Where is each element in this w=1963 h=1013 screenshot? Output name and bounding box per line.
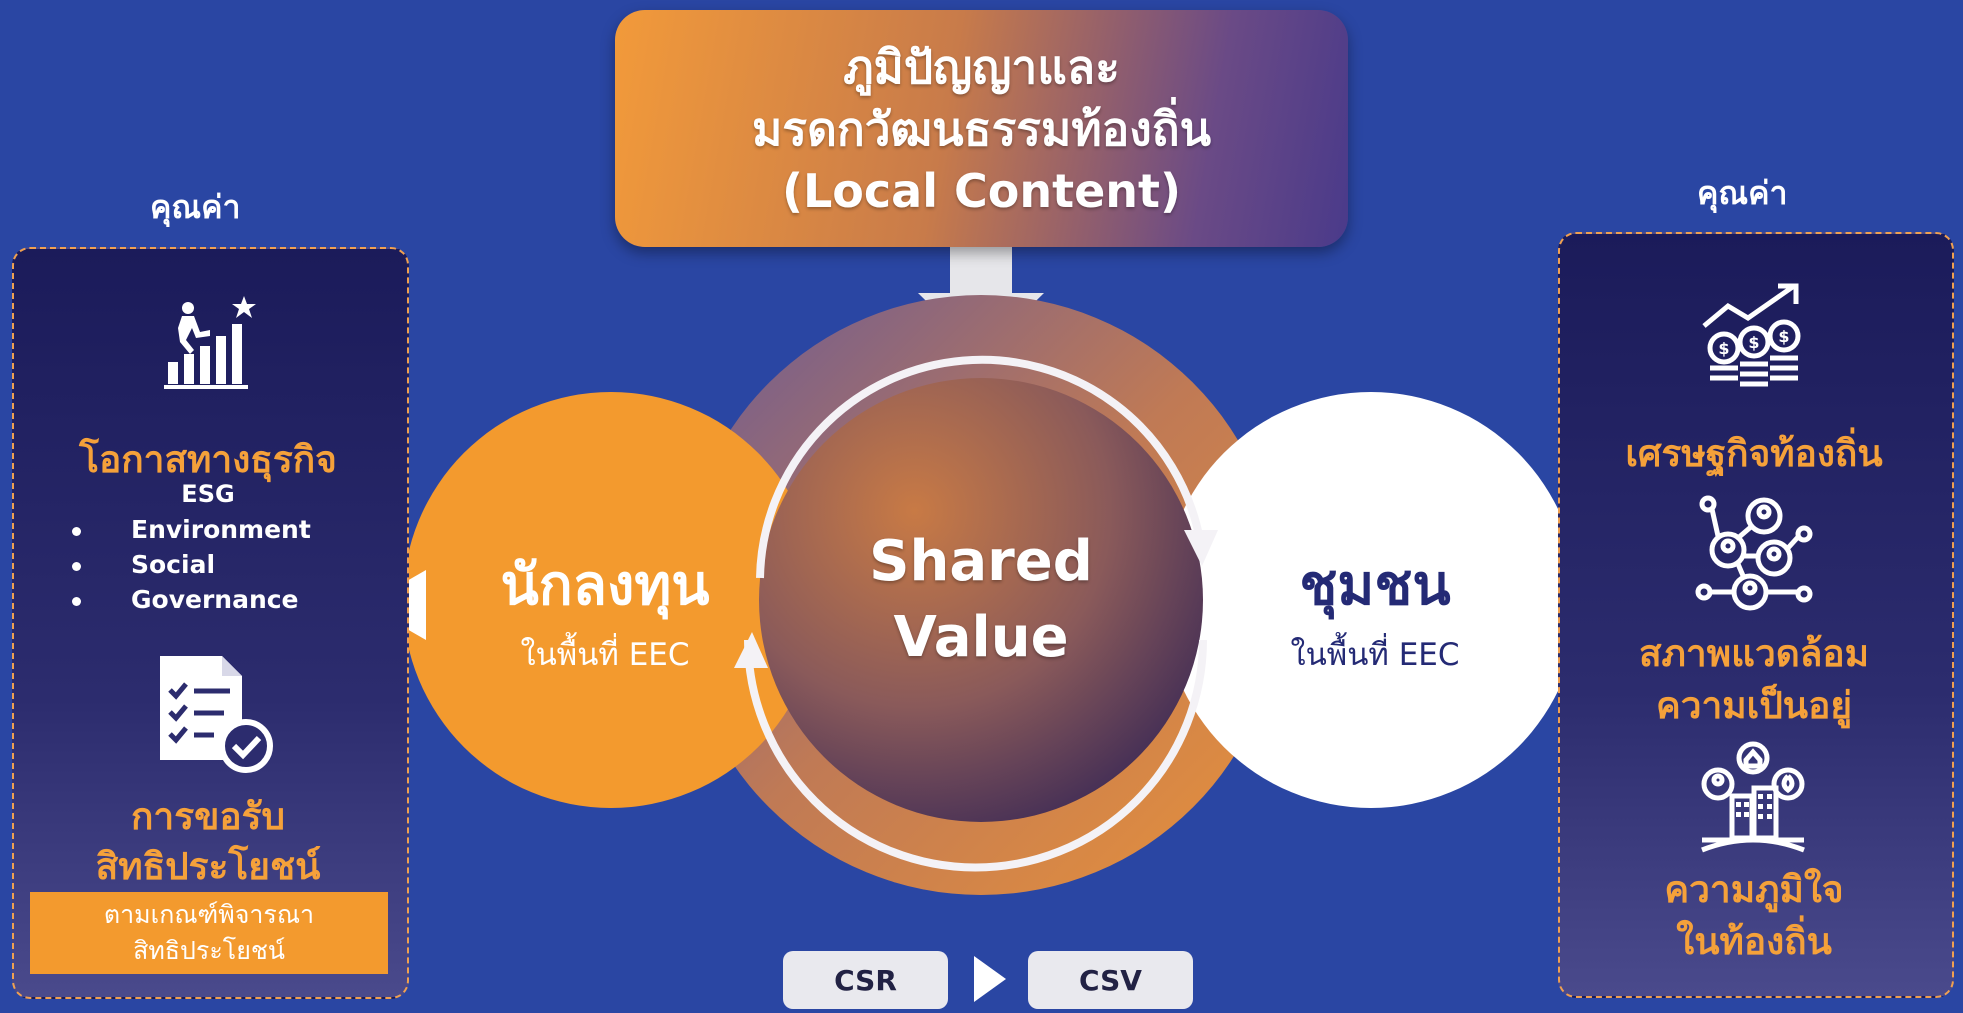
environment-title: สภาพแวดล้อม ความเป็นอยู่ <box>1638 632 1870 727</box>
shared-value-core <box>759 378 1203 822</box>
cycle-arrowhead-left <box>734 632 768 668</box>
banner-line-2: มรดกวัฒนธรรมท้องถิ่น <box>751 101 1212 156</box>
svg-text:$: $ <box>1748 333 1759 352</box>
esg-list: Environment Social Governance <box>72 515 311 620</box>
community-title: ชุมชน <box>1299 553 1451 618</box>
svg-text:$: $ <box>1718 339 1729 358</box>
criteria-line-1: ตามเกณฑ์พิจารณา <box>103 900 315 929</box>
svg-text:$: $ <box>1778 327 1789 346</box>
esg-item: Environment <box>72 515 311 550</box>
esg-item: Social <box>72 550 311 585</box>
esg-item: Governance <box>72 585 311 620</box>
esg-label: ESG <box>181 480 235 508</box>
local-content-banner: ภูมิปัญญาและ มรดกวัฒนธรรมท้องถิ่น (Local… <box>615 10 1348 247</box>
bullet <box>72 596 81 606</box>
local-pride-title: ความภูมิใจ ในท้องถิ่น <box>1664 868 1844 963</box>
bullet <box>72 526 81 536</box>
community-label: ชุมชน ในพื้นที่ EEC <box>1205 540 1545 679</box>
left-value-panel <box>12 247 409 999</box>
shared-line-2: Value <box>893 605 1069 670</box>
shared-value-label: Shared Value <box>781 524 1181 676</box>
person-climbing-bar-chart-icon <box>164 296 256 389</box>
community-circle <box>1163 392 1579 808</box>
csv-label: CSV <box>1079 963 1142 997</box>
left-value-heading: คุณค่า <box>150 188 241 226</box>
community-subtitle: ในพื้นที่ EEC <box>1290 637 1460 673</box>
criteria-line-2: สิทธิประโยชน์ <box>133 936 285 965</box>
business-opportunity-title: โอกาสทางธุรกิจ <box>79 438 337 481</box>
criteria-box: ตามเกณฑ์พิจารณา สิทธิประโยชน์ <box>30 892 388 974</box>
investor-circle <box>403 392 819 808</box>
bullet <box>72 561 81 571</box>
local-economy-title: เศรษฐกิจท้องถิ่น <box>1625 432 1883 475</box>
investor-label: นักลงทุน ในพื้นที่ EEC <box>425 540 785 679</box>
banner-line-1: ภูมิปัญญาและ <box>843 39 1120 94</box>
cycle-arrowhead-right <box>1184 530 1218 566</box>
coins-growth-icon: $ $ $ <box>1702 283 1801 387</box>
banner-line-3: (Local Content) <box>781 163 1182 218</box>
document-checklist-icon <box>160 656 273 773</box>
city-community-icon <box>1701 741 1805 853</box>
csv-pill: CSV <box>1028 951 1193 1009</box>
privilege-title: การขอรับ สิทธิประโยชน์ <box>95 795 321 888</box>
people-network-icon <box>1695 495 1813 611</box>
shared-line-1: Shared <box>869 529 1093 594</box>
investor-title: นักลงทุน <box>500 553 710 618</box>
csr-to-csv-arrow <box>974 956 1006 1002</box>
right-value-panel <box>1558 232 1954 998</box>
right-value-heading: คุณค่า <box>1697 174 1788 212</box>
csr-pill: CSR <box>783 951 948 1009</box>
investor-subtitle: ในพื้นที่ EEC <box>520 637 690 673</box>
csr-label: CSR <box>834 963 897 997</box>
cycle-arrows <box>744 355 1207 872</box>
